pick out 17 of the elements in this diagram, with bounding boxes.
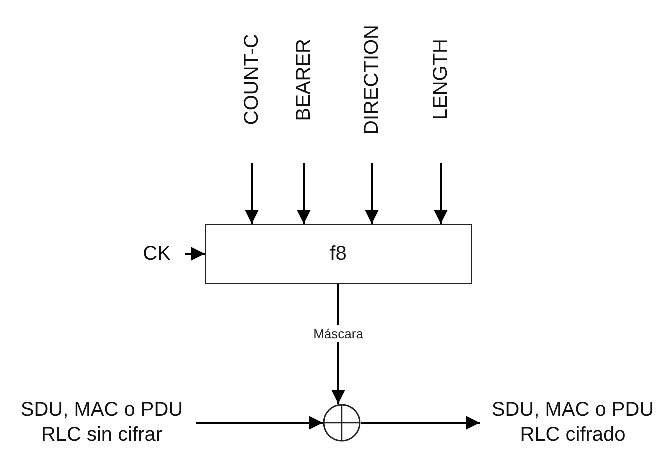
input-parameter-label: BEARER [292, 38, 316, 122]
input-parameter-label: LENGTH [428, 39, 452, 121]
edge-label: Máscara [312, 326, 366, 343]
data-label: SDU, MAC o PDU RLC cifrado [490, 398, 656, 448]
function-box [205, 224, 472, 284]
arrow [297, 163, 311, 224]
input-parameter-label: DIRECTION [360, 25, 384, 135]
arrow [185, 247, 205, 261]
input-parameter-label: COUNT-C [240, 34, 264, 126]
key-label: CK [143, 242, 171, 266]
arrow [196, 416, 323, 430]
arrow [361, 416, 480, 430]
arrow [365, 163, 379, 224]
function-name: f8 [330, 242, 347, 266]
data-label: SDU, MAC o PDU RLC sin cifrar [20, 398, 184, 448]
arrow [245, 163, 259, 224]
arrow [434, 163, 448, 224]
